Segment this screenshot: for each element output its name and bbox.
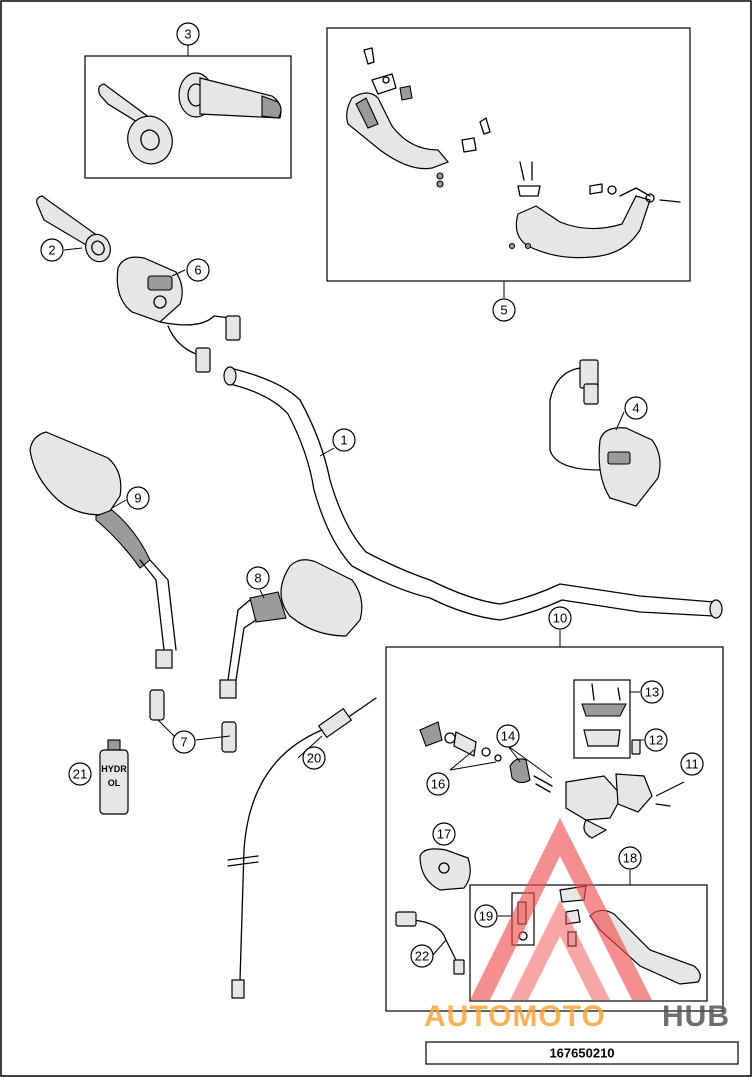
callout-19: 19 xyxy=(474,904,498,928)
drawing-number: 167650210 xyxy=(549,1046,614,1061)
grip-loose xyxy=(36,195,111,263)
callout-2: 2 xyxy=(40,238,64,262)
callout-18-label: 18 xyxy=(623,851,637,866)
callout-5: 5 xyxy=(492,298,516,322)
callout-9: 9 xyxy=(126,486,150,510)
callout-22-label: 22 xyxy=(415,949,429,964)
callout-21-label: 21 xyxy=(73,767,87,782)
callout-11-label: 11 xyxy=(685,757,699,772)
callout-3: 3 xyxy=(176,22,200,46)
callout-2-label: 2 xyxy=(48,243,55,258)
callout-1-label: 1 xyxy=(340,433,347,448)
watermark-triangle-outer xyxy=(470,818,652,1000)
callout-8: 8 xyxy=(246,566,270,590)
callout-5-label: 5 xyxy=(500,303,507,318)
bottle-label-line1: HYDR xyxy=(101,764,127,774)
callout-6-label: 6 xyxy=(194,263,201,278)
mirror-adapters xyxy=(149,689,237,753)
callout-10-label: 10 xyxy=(553,611,567,626)
callout-6: 6 xyxy=(186,258,210,282)
handguard-kit-box xyxy=(326,27,691,282)
mirror-right xyxy=(219,559,363,699)
callout-22: 22 xyxy=(410,944,434,968)
callout-20-label: 20 xyxy=(307,751,321,766)
callout-1: 1 xyxy=(332,428,356,452)
callout-16-label: 16 xyxy=(431,777,445,792)
callout-9-label: 9 xyxy=(134,491,141,506)
handlebar xyxy=(223,366,723,621)
clutch-master-box xyxy=(385,646,724,1012)
callout-4: 4 xyxy=(624,396,648,420)
callout-14: 14 xyxy=(496,724,520,748)
callout-7: 7 xyxy=(172,730,196,754)
callout-18: 18 xyxy=(618,846,642,870)
callout-14-label: 14 xyxy=(501,729,515,744)
watermark-text-main: AUTOMOTO xyxy=(424,1000,606,1033)
callout-12: 12 xyxy=(644,728,668,752)
callout-16: 16 xyxy=(426,772,450,796)
drawing-number-box: 167650210 xyxy=(425,1041,739,1065)
mirror-left xyxy=(29,431,177,669)
callout-20: 20 xyxy=(302,746,326,770)
callout-17-label: 17 xyxy=(437,827,451,842)
bottle-label-line2: OL xyxy=(108,778,121,788)
watermark: AUTOMOTO HUB xyxy=(424,818,730,1033)
callout-7-label: 7 xyxy=(180,735,187,750)
handguard-right xyxy=(508,161,681,259)
reservoir-cap-box xyxy=(573,679,631,759)
callout-21: 21 xyxy=(68,762,92,786)
hydraulic-oil-bottle: HYDR OL xyxy=(99,739,129,815)
clutch-master-group xyxy=(385,630,724,1012)
watermark-text-accent: HUB xyxy=(662,1000,730,1033)
callout-10: 10 xyxy=(548,606,572,630)
grip-right-boxed xyxy=(178,72,282,119)
callout-17: 17 xyxy=(432,822,456,846)
handguard-kit-group xyxy=(326,27,691,298)
watermark-triangle-inner xyxy=(510,900,610,1000)
callout-12-label: 12 xyxy=(649,733,663,748)
callout-19-label: 19 xyxy=(479,909,493,924)
callout-13: 13 xyxy=(640,680,664,704)
callout-8-label: 8 xyxy=(254,571,261,586)
handguard-left xyxy=(346,47,491,188)
callout-4-label: 4 xyxy=(632,401,639,416)
callout-11: 11 xyxy=(680,752,704,776)
leader-lines xyxy=(63,247,625,759)
grip-left-boxed xyxy=(98,83,173,165)
right-switch-assembly xyxy=(549,359,661,507)
clutch-cable xyxy=(227,697,377,999)
grip-set-group xyxy=(84,45,292,179)
callout-13-label: 13 xyxy=(645,685,659,700)
left-switch-assembly xyxy=(116,256,241,373)
callout-3-label: 3 xyxy=(184,27,191,42)
